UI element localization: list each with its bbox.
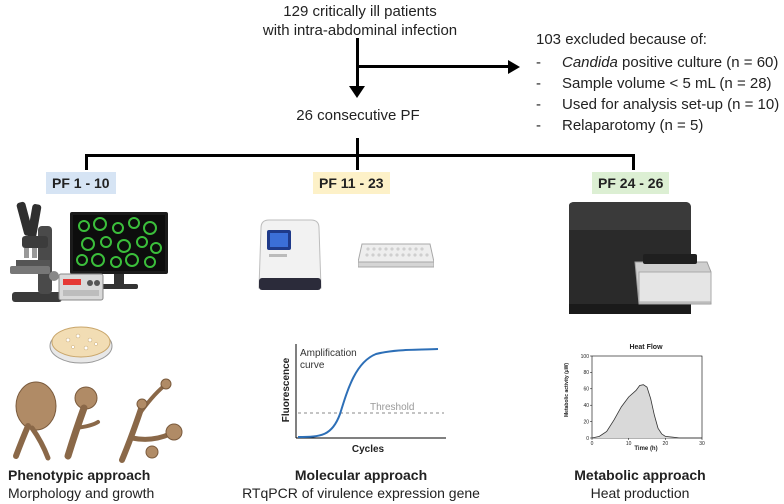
- flow-arrow-down: [349, 86, 365, 98]
- group-title-block-3: Metabolic approach Heat production: [550, 466, 730, 502]
- heat-y-tick-label: 20: [583, 419, 589, 425]
- flow-drop-right: [632, 154, 635, 170]
- group-title-block-2: Molecular approach RTqPCR of virulence e…: [216, 466, 506, 502]
- flow-arrow-right: [508, 60, 520, 74]
- heat-x-tick-label: 10: [626, 441, 632, 447]
- heat-x-tick-label: 20: [663, 441, 669, 447]
- amplification-chart: Amplification curve Threshold Fluorescen…: [281, 344, 446, 455]
- heat-x-tick-label: 30: [699, 441, 705, 447]
- well-plate-icon: [358, 243, 434, 268]
- group-subtitle-1: Morphology and growth: [8, 485, 155, 501]
- flow-vertical-main: [356, 38, 359, 88]
- flow-vertical-split: [356, 138, 359, 156]
- heat-chart-xlabel: Time (h): [634, 446, 657, 452]
- consecutive-pf-label: 26 consecutive PF: [296, 107, 420, 124]
- heat-y-tick-label: 40: [583, 403, 589, 409]
- heat-line: [591, 384, 702, 439]
- flow-drop-left: [85, 154, 88, 170]
- exclusion-title: 103 excluded because of:: [536, 31, 707, 48]
- monitor-icon: [70, 212, 168, 289]
- heat-plot-area: 0 10 20 30 0 20 40 60 80 100: [581, 354, 705, 447]
- exclusion-item: Sample volume < 5 mL (n = 28): [536, 73, 781, 94]
- heat-chart-ylabel: Metabolic activity (µW): [564, 363, 570, 417]
- controller-box-icon: [58, 273, 104, 301]
- group-subtitle-2: RTqPCR of virulence expression gene: [242, 485, 480, 501]
- amp-threshold-label: Threshold: [370, 402, 414, 413]
- exclusion-item: Candida positive culture (n = 60): [536, 52, 781, 73]
- petri-dish-icon: [49, 326, 113, 364]
- group-badge-2: PF 11 - 23: [313, 172, 390, 194]
- flow-drop-middle: [356, 154, 359, 170]
- amp-curve-label-2: curve: [300, 360, 325, 371]
- flow-exclusion-branch: [357, 65, 509, 68]
- qpcr-machine-icon: [258, 219, 322, 290]
- heat-y-tick-label: 0: [586, 436, 589, 442]
- exclusion-box: 103 excluded because of: Candida positiv…: [536, 30, 781, 136]
- exclusion-item: Used for analysis set-up (n = 10): [536, 94, 781, 115]
- calorimeter-icon: [569, 202, 712, 314]
- group-subtitle-3: Heat production: [590, 485, 690, 501]
- group-badge-1: PF 1 - 10: [46, 172, 116, 194]
- heat-x-tick-label: 0: [591, 441, 594, 447]
- exclusion-item: Relaparotomy (n = 5): [536, 115, 781, 136]
- group-badge-3: PF 24 - 26: [592, 172, 670, 194]
- microscope-icon: [10, 201, 62, 302]
- heat-y-tick-label: 80: [583, 370, 589, 376]
- heat-chart-title: Heat Flow: [629, 344, 663, 351]
- patients-box: 129 critically ill patients with intra-a…: [230, 2, 490, 40]
- heat-area: [592, 384, 702, 438]
- patients-line-1: 129 critically ill patients: [283, 3, 437, 20]
- amp-curve-label-1: Amplification: [300, 348, 357, 359]
- group-title-1: Phenotypic approach: [8, 467, 151, 483]
- group-title-2: Molecular approach: [294, 467, 428, 483]
- amp-curve: [297, 348, 439, 438]
- fungus-morphology-icon: [13, 378, 183, 463]
- flow-horizontal-split: [85, 154, 635, 157]
- amp-ylabel: Fluorescence: [281, 357, 292, 422]
- group-title-block-1: Phenotypic approach Morphology and growt…: [8, 466, 208, 502]
- patients-line-2: with intra-abdominal infection: [262, 22, 458, 39]
- heat-y-tick-label: 60: [583, 387, 589, 393]
- exclusion-list: Candida positive culture (n = 60) Sample…: [536, 52, 781, 136]
- heat-y-tick-label: 100: [581, 354, 590, 360]
- amp-xlabel: Cycles: [352, 444, 385, 455]
- group-title-3: Metabolic approach: [574, 467, 706, 483]
- heat-flow-chart: Heat Flow Metabolic activity (µW) Time (…: [564, 344, 705, 452]
